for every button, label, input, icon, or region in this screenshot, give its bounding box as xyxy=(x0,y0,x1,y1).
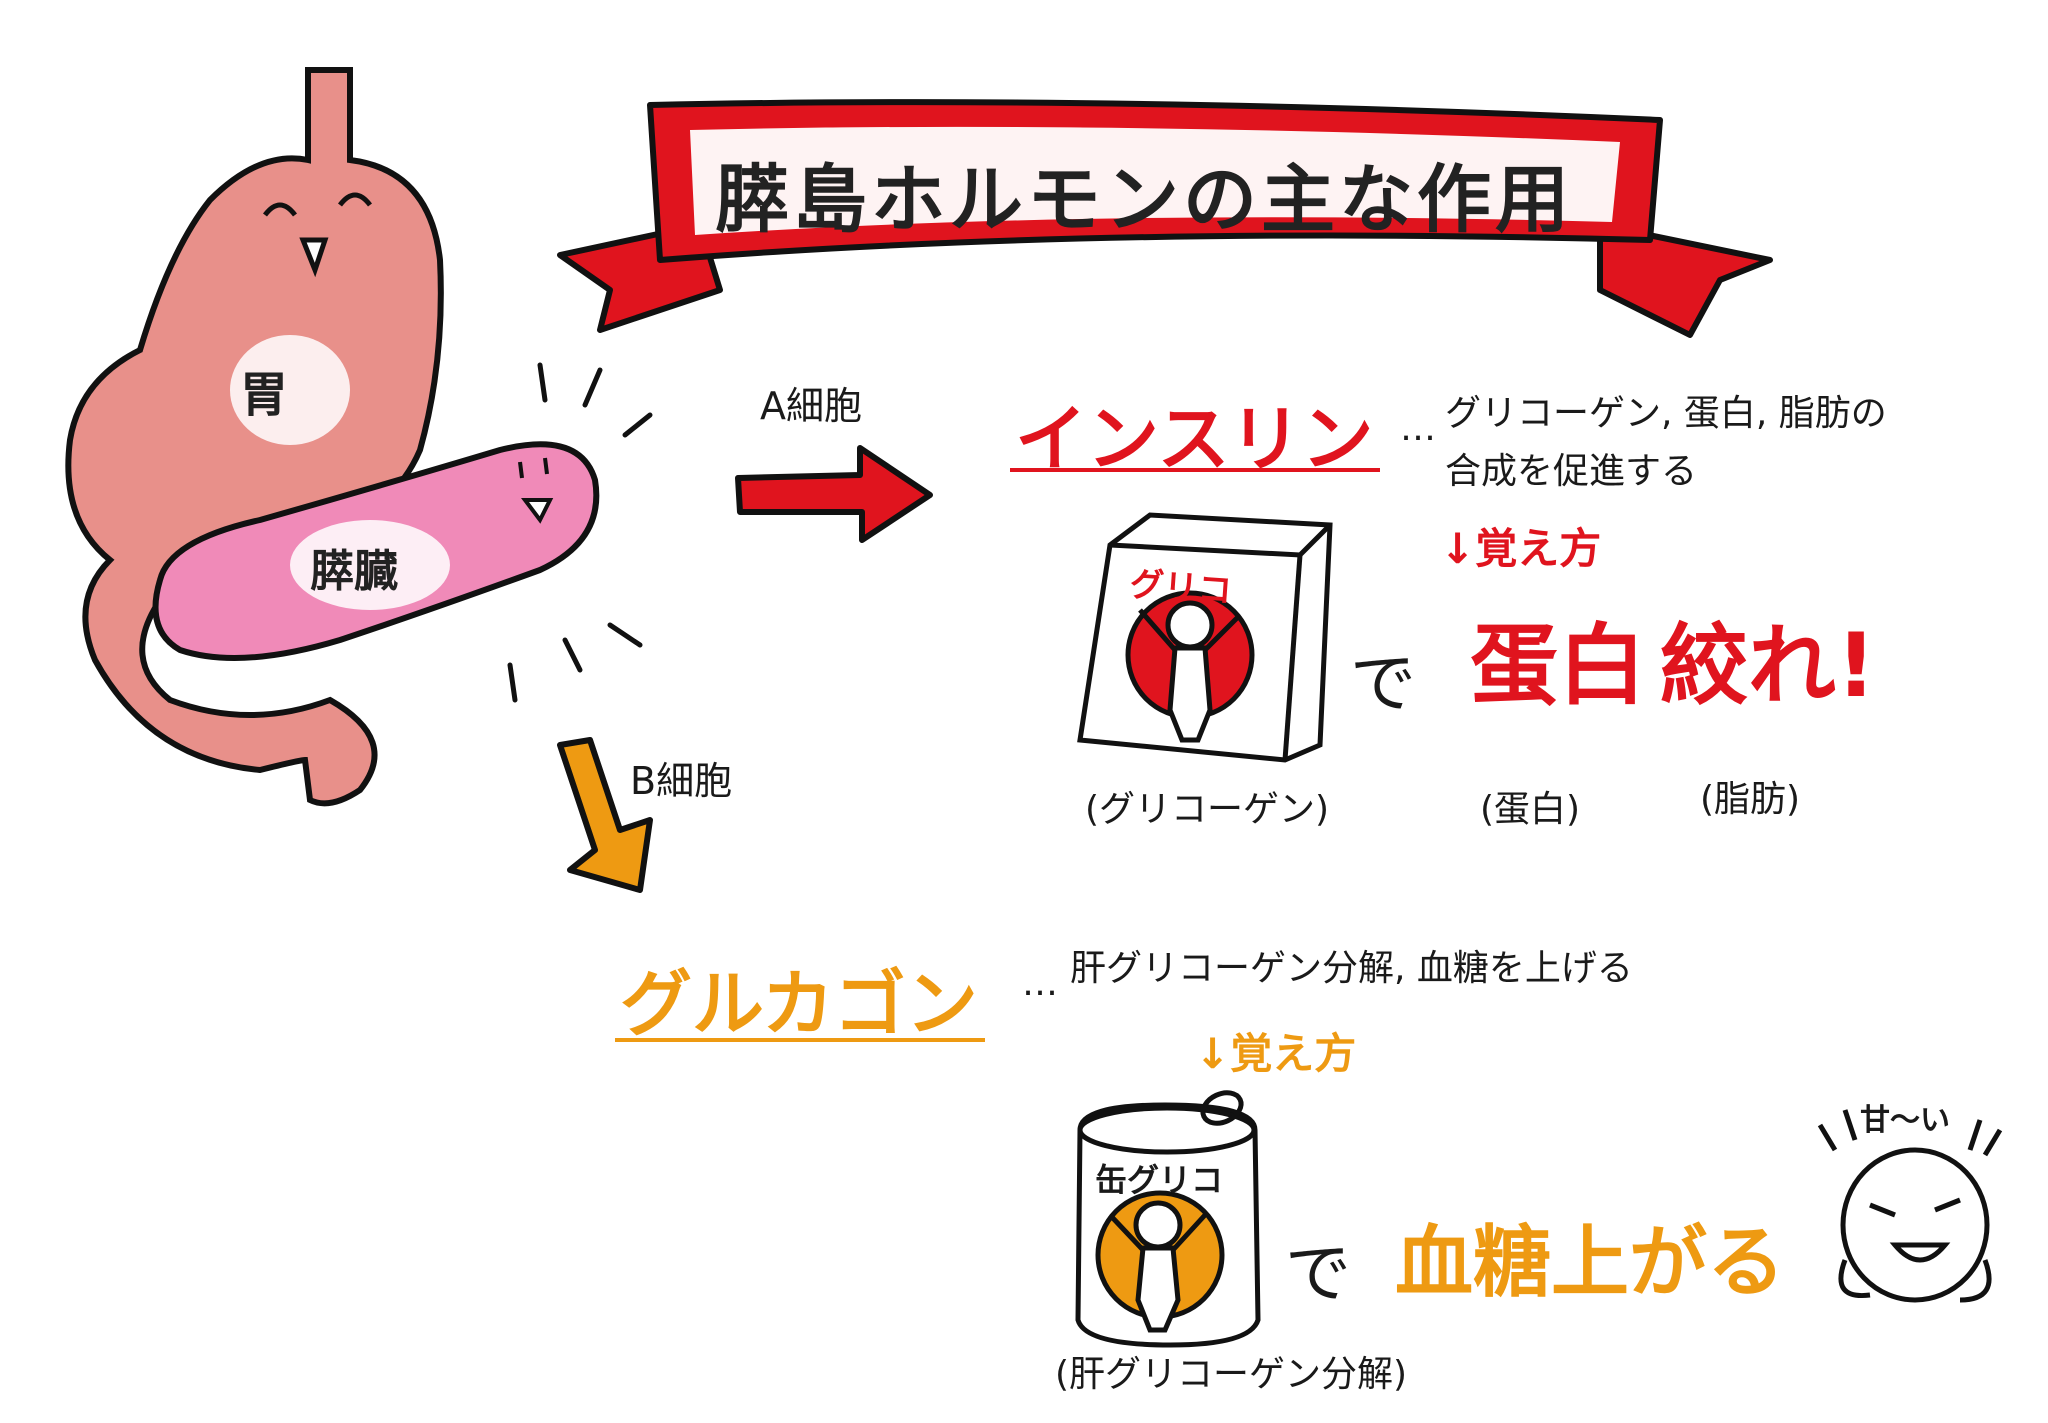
insulin-underline xyxy=(1010,468,1380,472)
title-banner xyxy=(557,99,1773,338)
face-exclaim: 甘〜い xyxy=(1860,1103,1950,1138)
b-cell-label: B細胞 xyxy=(630,759,733,803)
gloss-protein: (蛋白) xyxy=(1480,789,1581,830)
glucagon-ellipsis: … xyxy=(1022,963,1058,1004)
insulin-phrase-word1: 蛋白 xyxy=(1470,614,1647,717)
insulin-de: で xyxy=(1350,645,1416,722)
a-cell-label: A細胞 xyxy=(760,384,862,428)
glico-box-illustration xyxy=(1077,512,1333,763)
stomach-label-glow xyxy=(230,335,350,445)
glico-can-illustration xyxy=(1075,1090,1261,1348)
stomach-face xyxy=(263,192,372,278)
stomach-illustration xyxy=(65,67,444,807)
glucagon-label: グルカゴン xyxy=(620,962,978,1046)
stomach-label: 胃 xyxy=(240,367,289,423)
glico-box-label: グリコ xyxy=(1128,564,1234,612)
insulin-phrase-word2: 絞れ! xyxy=(1660,614,1877,717)
arrow-right-icon xyxy=(735,445,933,543)
arrow-down-icon xyxy=(557,737,653,893)
gloss-fat: (脂肪) xyxy=(1700,779,1801,820)
happy-face-illustration xyxy=(1817,1109,2003,1303)
glucagon-phrase: 血糖上がる xyxy=(1395,1218,1786,1308)
pancreas-label: 膵臓 xyxy=(310,546,398,597)
insulin-description-line2: 合成を促進する xyxy=(1445,451,1698,492)
glucagon-description: 肝グリコーゲン分解, 血糖を上げる xyxy=(1070,948,1633,989)
insulin-description-line1: グリコーゲン, 蛋白, 脂肪の xyxy=(1445,393,1887,434)
glico-can-label: 缶グリコ xyxy=(1095,1161,1224,1199)
emphasis-lines xyxy=(507,362,653,703)
glucagon-memo-heading: ↓覚え方 xyxy=(1195,1029,1357,1078)
gloss-liver-glycogen: (肝グリコーゲン分解) xyxy=(1055,1354,1408,1395)
pancreas-illustration xyxy=(152,441,600,661)
page-title: 膵島ホルモンの主な作用 xyxy=(715,157,1573,243)
insulin-label: インスリン xyxy=(1015,397,1374,481)
insulin-ellipsis: … xyxy=(1400,408,1436,449)
glucagon-de: で xyxy=(1285,1235,1351,1312)
gloss-glycogen: (グリコーゲン) xyxy=(1085,789,1330,830)
glucagon-underline xyxy=(615,1038,985,1042)
insulin-memo-heading: ↓覚え方 xyxy=(1440,524,1602,573)
